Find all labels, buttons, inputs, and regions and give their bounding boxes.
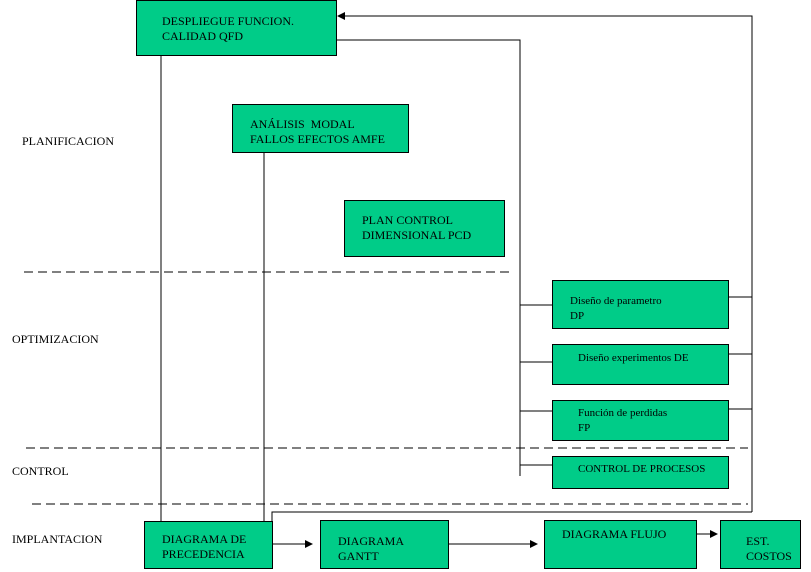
box-amfe-line1: ANÁLISIS MODAL bbox=[250, 117, 355, 131]
box-de: Diseño experimentos DE bbox=[552, 344, 729, 385]
box-gantt-line1: DIAGRAMA bbox=[338, 534, 404, 548]
box-flujo: DIAGRAMA FLUJO bbox=[544, 520, 697, 569]
box-pcd-line2: DIMENSIONAL PCD bbox=[362, 228, 472, 242]
phase-label-control: CONTROL bbox=[12, 464, 69, 478]
box-pcd: PLAN CONTROL DIMENSIONAL PCD bbox=[344, 200, 505, 257]
box-precedencia-line2: PRECEDENCIA bbox=[162, 547, 245, 561]
box-costos-line1: EST. bbox=[746, 534, 770, 548]
box-gantt-line2: GANTT bbox=[338, 549, 379, 563]
feedback-bus bbox=[337, 12, 753, 512]
box-amfe: ANÁLISIS MODAL FALLOS EFECTOS AMFE bbox=[232, 104, 409, 153]
box-pcd-line1: PLAN CONTROL bbox=[362, 213, 454, 227]
box-qfd-line1: DESPLIEGUE FUNCION. bbox=[162, 14, 294, 28]
phase-label-planificacion: PLANIFICACION bbox=[22, 134, 115, 148]
box-costos: EST. COSTOS bbox=[720, 520, 801, 569]
box-precedencia-line1: DIAGRAMA DE bbox=[162, 532, 247, 546]
feedback-precedencia bbox=[271, 511, 752, 521]
box-qfd-line2: CALIDAD QFD bbox=[162, 29, 243, 43]
box-control-procesos: CONTROL DE PROCESOS bbox=[552, 456, 729, 489]
box-control-procesos-line1: CONTROL DE PROCESOS bbox=[578, 463, 706, 475]
box-fp-line2: FP bbox=[578, 422, 591, 434]
box-fp: Función de perdidas FP bbox=[552, 400, 729, 441]
box-dp: Diseño de parametro DP bbox=[552, 280, 729, 329]
phase-label-implantacion: IMPLANTACION bbox=[12, 532, 103, 546]
box-flujo-line1: DIAGRAMA FLUJO bbox=[562, 527, 667, 541]
box-costos-line2: COSTOS bbox=[746, 549, 792, 563]
box-precedencia: DIAGRAMA DE PRECEDENCIA bbox=[144, 521, 273, 569]
box-de-line1: Diseño experimentos DE bbox=[578, 352, 689, 364]
connector-qfd-bus bbox=[337, 39, 521, 476]
box-amfe-line2: FALLOS EFECTOS AMFE bbox=[250, 132, 385, 146]
box-qfd: DESPLIEGUE FUNCION. CALIDAD QFD bbox=[136, 0, 337, 56]
phase-label-optimizacion: OPTIMIZACION bbox=[12, 332, 99, 346]
box-dp-line2: DP bbox=[570, 310, 585, 322]
box-dp-line1: Diseño de parametro bbox=[570, 295, 662, 307]
box-fp-line1: Función de perdidas bbox=[578, 407, 668, 419]
box-gantt: DIAGRAMA GANTT bbox=[320, 520, 449, 569]
